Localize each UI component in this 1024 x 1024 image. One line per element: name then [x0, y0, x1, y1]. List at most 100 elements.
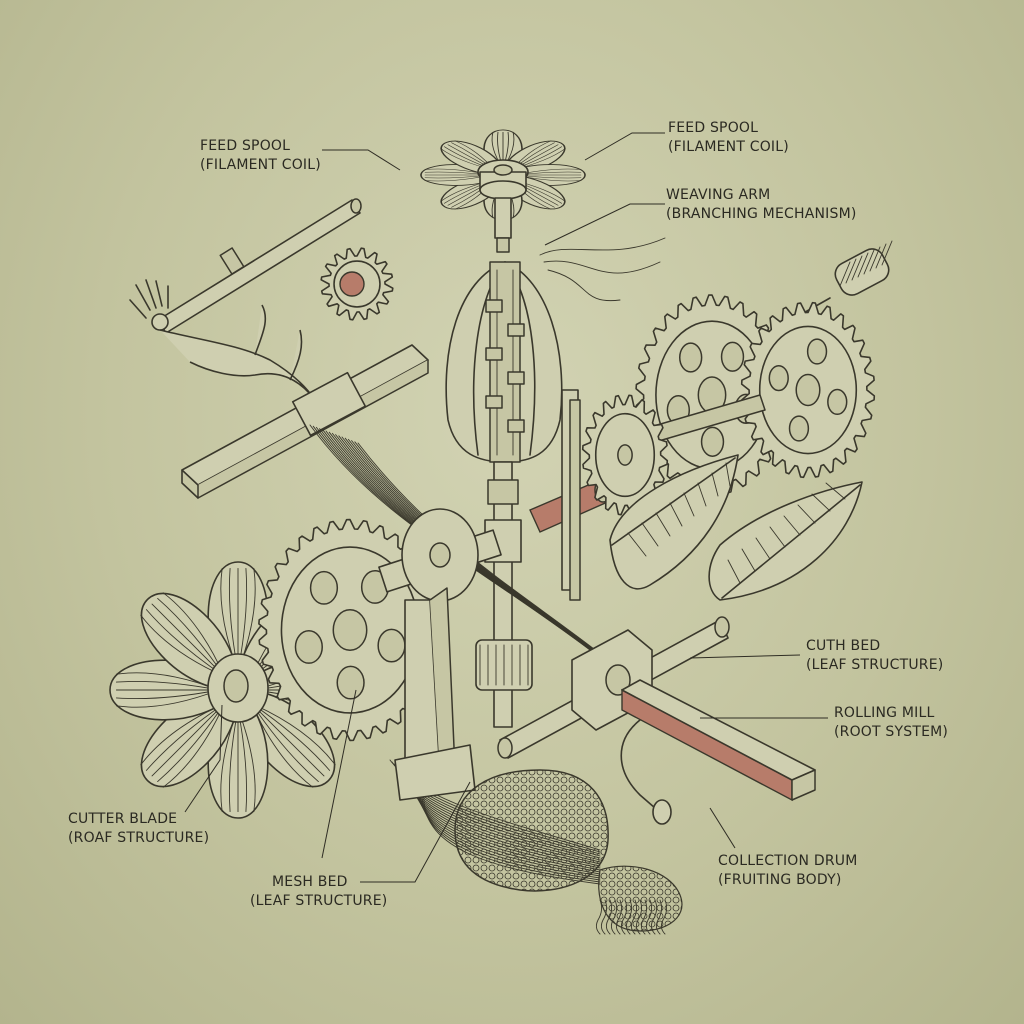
gear-hole [294, 630, 323, 664]
small-gear [320, 247, 394, 321]
spring-coil [863, 249, 875, 275]
fringe-strand [610, 899, 618, 935]
label-rolling-mill: ROLLING MILL (ROOT SYSTEM) [834, 704, 948, 742]
label-line: (FRUITING BODY) [718, 872, 842, 888]
gear-inner-ring [594, 412, 656, 498]
leaf-vein [741, 548, 756, 572]
leaf-vein [627, 532, 647, 557]
fringe-strand [650, 899, 658, 935]
small-gear-core [339, 271, 365, 297]
label-line: FEED SPOOL [200, 138, 291, 154]
bud-gear-tooth [507, 323, 525, 337]
gear-hole [700, 426, 725, 457]
gear-inner-ring [333, 260, 381, 308]
fringe-strand [615, 899, 623, 935]
bud-weaving-core [445, 237, 666, 463]
gear-hole [827, 388, 848, 416]
label-collection-drum: COLLECTION DRUM (FRUITING BODY) [718, 852, 857, 890]
label-line: (ROOT SYSTEM) [834, 724, 949, 740]
spring-coil [845, 258, 857, 284]
label-line: CUTTER BLADE [68, 811, 178, 827]
label-mesh-bed: MESH BED (LEAF STRUCTURE) [250, 873, 387, 911]
label-cutter-blade: CUTTER BLADE (ROAF STRUCTURE) [68, 810, 209, 848]
label-line: (BRANCHING MECHANISM) [666, 206, 857, 222]
leaf-vein [825, 482, 846, 500]
fringe-strand [600, 899, 608, 935]
bud-gear-tooth [507, 419, 525, 433]
fringe-strand [595, 899, 603, 935]
leader-lines [184, 132, 828, 883]
gear-hole [336, 665, 365, 700]
label-line: COLLECTION DRUM [718, 853, 858, 869]
leaf-vein [755, 537, 771, 560]
fringe-strand [655, 899, 663, 935]
spring-coil [851, 255, 863, 281]
label-line: (ROAF STRUCTURE) [68, 830, 210, 846]
main-shaft [475, 461, 533, 728]
label-line: (FILAMENT COIL) [668, 139, 789, 155]
petal-vein [115, 689, 220, 700]
label-line: WEAVING ARM [666, 187, 771, 203]
gear-hole [678, 342, 703, 373]
gear-hole [788, 415, 810, 442]
right-gear-b [740, 301, 876, 479]
leaf-vein [725, 462, 731, 487]
stand [394, 587, 476, 801]
leaf-vein [727, 559, 741, 584]
left-rod-hand [129, 198, 362, 334]
fringe-strand [635, 899, 643, 935]
bud-gear-tooth [485, 299, 503, 313]
fringe-strand [630, 899, 638, 935]
label-line: (LEAF STRUCTURE) [250, 893, 388, 909]
rolling-mill [497, 616, 816, 825]
fringe-strand [660, 899, 668, 935]
flower-hub-hole [223, 669, 249, 703]
fringe-strand [605, 899, 613, 935]
leaf-vein [669, 502, 683, 527]
label-line: (FILAMENT COIL) [200, 157, 321, 173]
fringe-strand [625, 899, 633, 935]
label-line: ROLLING MILL [834, 705, 935, 721]
mesh-fruiting-body [454, 769, 683, 935]
leaf-vein [697, 482, 707, 507]
petal-vein [251, 703, 336, 766]
leaf-vein [641, 522, 659, 547]
gear-inner-ring [758, 325, 858, 455]
spring-coil [881, 240, 893, 266]
spring-coil [839, 261, 851, 287]
gear-hole [309, 570, 339, 605]
top-right-spring [799, 240, 893, 316]
label-line: MESH BED [272, 874, 348, 890]
petal-vein [115, 680, 220, 691]
leaf-vein [655, 512, 671, 537]
central-disc [378, 508, 502, 602]
leaf-vein [811, 493, 831, 512]
leaf-vein [797, 504, 816, 524]
bud-gear-tooth [485, 395, 503, 409]
label-line: (LEAF STRUCTURE) [806, 657, 944, 673]
gear-hub [617, 444, 633, 466]
fringe-strand [640, 899, 648, 935]
leaf-vein [683, 492, 695, 517]
gear-hole [806, 338, 828, 365]
leaf-vein [783, 515, 801, 536]
gear-hole [377, 628, 406, 663]
spring-coil [857, 252, 869, 278]
coupling-hub [529, 389, 669, 601]
leaf-vein [769, 526, 786, 548]
label-weaving-arm: WEAVING ARM (BRANCHING MECHANISM) [666, 186, 857, 224]
leaf-vein [711, 472, 719, 497]
fringe-strand [620, 899, 628, 935]
bud-gear-tooth [507, 371, 525, 385]
top-flower-spool [420, 129, 586, 253]
gear-hole [768, 364, 789, 392]
petal-vein [251, 703, 331, 771]
label-line: CUTH BED [806, 638, 881, 654]
thread-strand [357, 442, 627, 675]
label-cuth-bed: CUTH BED (LEAF STRUCTURE) [806, 637, 943, 675]
label-feed-spool-right: FEED SPOOL (FILAMENT COIL) [668, 119, 789, 157]
spring-coil [869, 246, 881, 272]
petal-vein [115, 689, 220, 708]
gear-hub [795, 373, 821, 407]
